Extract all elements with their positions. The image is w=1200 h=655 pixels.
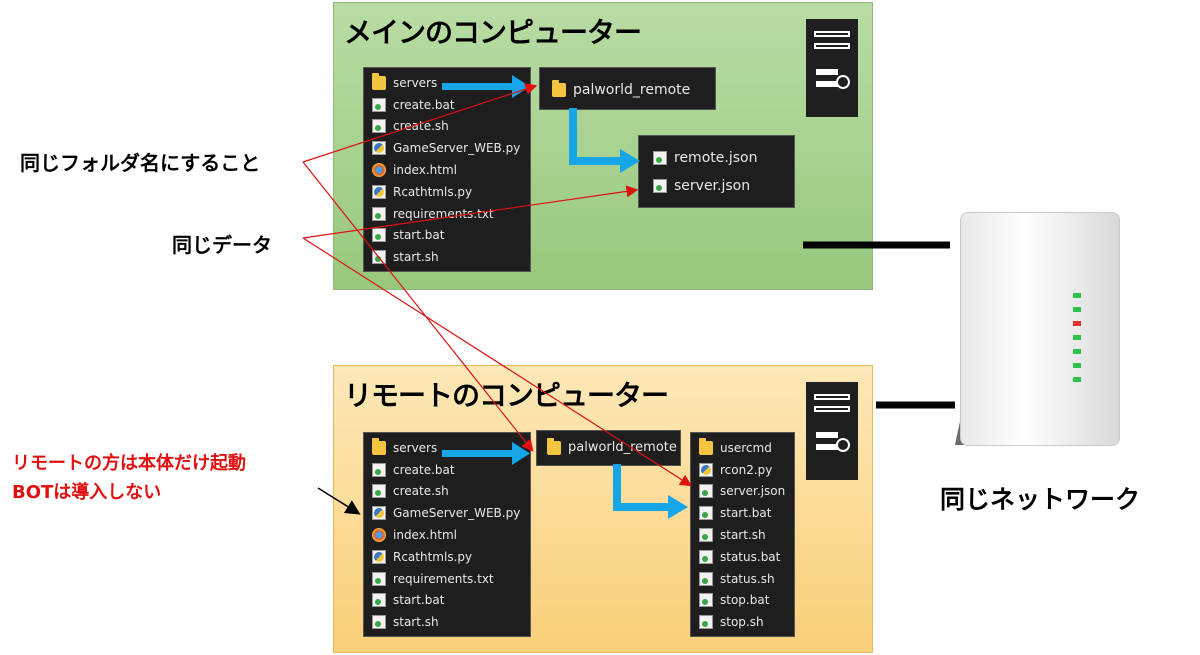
file-icon <box>699 506 713 521</box>
file-icon <box>372 615 386 630</box>
list-item[interactable]: start.sh <box>699 524 794 546</box>
same-data-label: 同じデータ <box>172 233 272 257</box>
file-icon <box>699 615 713 630</box>
list-item[interactable]: GameServer_WEB.py <box>372 137 530 159</box>
file-icon <box>699 549 713 564</box>
file-icon <box>372 228 386 243</box>
file-icon <box>372 250 386 265</box>
list-item[interactable]: servers <box>372 72 530 94</box>
file-icon <box>372 119 386 134</box>
json-icon <box>699 484 713 499</box>
list-item[interactable]: start.bat <box>372 590 530 612</box>
list-item[interactable]: status.sh <box>699 568 794 590</box>
python-icon <box>372 506 386 521</box>
list-item[interactable]: remote.json <box>653 144 794 172</box>
file-icon <box>372 571 386 586</box>
file-icon <box>372 206 386 221</box>
list-item[interactable]: requirements.txt <box>372 568 530 590</box>
list-item[interactable]: palworld_remote <box>547 437 680 459</box>
html-icon <box>372 528 386 543</box>
list-item[interactable]: create.bat <box>372 459 530 481</box>
list-item[interactable]: status.bat <box>699 546 794 568</box>
list-item[interactable]: start.sh <box>372 611 530 633</box>
remote-panel-title: リモートのコンピューター <box>344 379 669 412</box>
json-icon <box>653 151 667 165</box>
list-item[interactable]: start.bat <box>699 502 794 524</box>
folder-icon <box>372 72 386 90</box>
list-item[interactable]: servers <box>372 437 530 459</box>
folder-icon <box>699 437 713 455</box>
same-network-label: 同じネットワーク <box>940 485 1141 514</box>
remote-palworld-folder: palworld_remote <box>536 430 681 466</box>
list-item[interactable]: stop.sh <box>699 611 794 633</box>
list-item[interactable]: start.bat <box>372 225 530 247</box>
file-icon <box>372 484 386 499</box>
main-panel-title: メインのコンピューター <box>344 16 642 49</box>
list-item[interactable]: server.json <box>653 172 794 200</box>
desktop-tower-icon <box>806 382 858 480</box>
list-item[interactable]: create.bat <box>372 94 530 116</box>
python-icon <box>372 141 386 156</box>
python-icon <box>372 184 386 199</box>
list-item[interactable]: index.html <box>372 159 530 181</box>
remote-sub-file-list: usercmd rcon2.py server.json start.bat s… <box>690 432 795 637</box>
file-icon <box>699 593 713 608</box>
folder-icon <box>552 80 566 97</box>
list-item[interactable]: server.json <box>699 481 794 503</box>
list-item[interactable]: requirements.txt <box>372 203 530 225</box>
remote-note-line1: リモートの方は本体だけ起動 <box>12 453 246 474</box>
file-icon <box>372 462 386 477</box>
main-palworld-folder: palworld_remote <box>539 67 716 110</box>
list-item[interactable]: GameServer_WEB.py <box>372 502 530 524</box>
remote-note-line2: BOTは導入しない <box>12 482 162 503</box>
python-icon <box>699 462 713 477</box>
html-icon <box>372 163 386 178</box>
same-folder-label: 同じフォルダ名にすること <box>20 151 261 175</box>
list-item[interactable]: usercmd <box>699 437 794 459</box>
remote-file-list: servers create.bat create.sh GameServer_… <box>363 432 531 637</box>
list-item[interactable]: create.sh <box>372 481 530 503</box>
list-item[interactable]: Rcathtmls.py <box>372 546 530 568</box>
list-item[interactable]: index.html <box>372 524 530 546</box>
router-icon <box>960 212 1120 446</box>
list-item[interactable]: rcon2.py <box>699 459 794 481</box>
file-icon <box>699 571 713 586</box>
list-item[interactable]: start.sh <box>372 246 530 268</box>
list-item[interactable]: stop.bat <box>699 590 794 612</box>
main-json-list: remote.json server.json <box>638 135 795 208</box>
list-item[interactable]: Rcathtmls.py <box>372 181 530 203</box>
list-item[interactable]: palworld_remote <box>552 76 715 104</box>
file-icon <box>372 97 386 112</box>
python-icon <box>372 549 386 564</box>
json-icon <box>653 179 667 193</box>
list-item[interactable]: create.sh <box>372 116 530 138</box>
file-icon <box>372 593 386 608</box>
desktop-tower-icon <box>806 19 858 117</box>
folder-icon <box>547 437 561 455</box>
main-file-list: servers create.bat create.sh GameServer_… <box>363 67 531 272</box>
folder-icon <box>372 437 386 455</box>
file-icon <box>699 528 713 543</box>
